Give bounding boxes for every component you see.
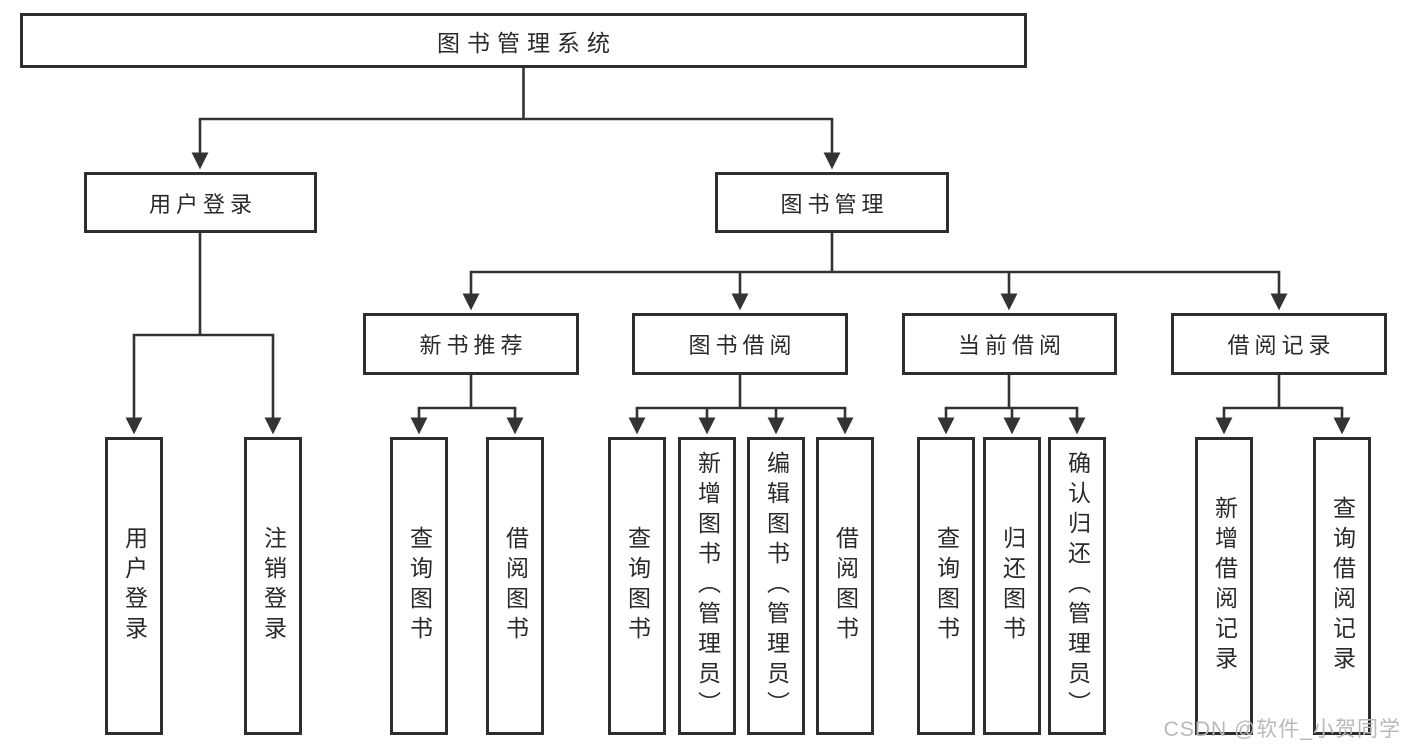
leaf-label: 借阅图书 <box>502 526 529 646</box>
leaf-label: 用户登录 <box>121 526 148 646</box>
leaf-label: 注销登录 <box>260 526 287 646</box>
node-label: 借阅记录 <box>1227 333 1336 358</box>
leaf-return-books: 归还图书 <box>983 437 1041 735</box>
node-label: 图书管理 <box>780 191 889 217</box>
leaf-confirm-return-admin: 确认归还（管理员） <box>1048 437 1106 735</box>
leaf-label: 新增借阅记录 <box>1211 496 1238 676</box>
leaf-label: 查询借阅记录 <box>1329 496 1356 676</box>
leaf-user-login: 用户登录 <box>105 437 163 735</box>
leaf-label: 查询图书 <box>624 526 651 646</box>
node-label: 图书借阅 <box>688 333 797 358</box>
leaf-logout: 注销登录 <box>244 437 302 735</box>
node-label: 新书推荐 <box>419 333 528 358</box>
leaf-label: 借阅图书 <box>832 526 859 646</box>
node-user-login: 用户登录 <box>84 172 317 233</box>
leaf-label: 确认归还（管理员） <box>1064 451 1091 721</box>
leaf-label: 新增图书（管理员） <box>694 451 721 721</box>
csdn-watermark: CSDN @软件_小贺同学 <box>1163 718 1401 741</box>
leaf-borrow-books-recommend: 借阅图书 <box>486 437 544 735</box>
leaf-query-books-recommend: 查询图书 <box>390 437 448 735</box>
node-library-management-system: 图书管理系统 <box>20 13 1027 68</box>
leaf-query-books-borrow: 查询图书 <box>608 437 666 735</box>
leaf-query-books-current: 查询图书 <box>917 437 975 735</box>
node-book-management: 图书管理 <box>715 172 949 233</box>
node-label: 当前借阅 <box>957 333 1066 358</box>
leaf-query-borrow-record: 查询借阅记录 <box>1313 437 1371 735</box>
node-borrow-records: 借阅记录 <box>1171 313 1387 375</box>
leaf-label: 归还图书 <box>999 526 1026 646</box>
leaf-borrow-books: 借阅图书 <box>816 437 874 735</box>
leaf-edit-books-admin: 编辑图书（管理员） <box>747 437 805 735</box>
node-label: 图书管理系统 <box>437 29 617 56</box>
leaf-label: 查询图书 <box>933 526 960 646</box>
leaf-label: 查询图书 <box>406 526 433 646</box>
node-book-borrow: 图书借阅 <box>632 313 848 375</box>
node-label: 用户登录 <box>148 191 257 217</box>
leaf-add-borrow-record: 新增借阅记录 <box>1195 437 1253 735</box>
leaf-add-books-admin: 新增图书（管理员） <box>678 437 736 735</box>
node-current-borrow: 当前借阅 <box>902 313 1117 375</box>
leaf-label: 编辑图书（管理员） <box>763 451 790 721</box>
node-new-book-recommend: 新书推荐 <box>363 313 579 375</box>
